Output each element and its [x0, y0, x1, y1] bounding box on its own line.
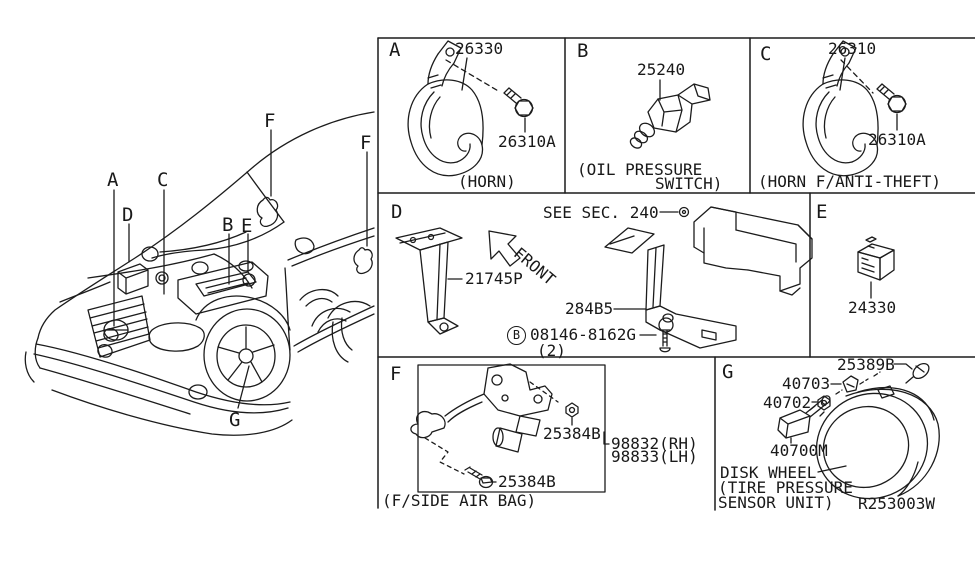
car-callout-c: C: [157, 169, 169, 191]
caption-horn: (HORN): [458, 172, 516, 191]
part-number-21745p: 21745P: [465, 269, 523, 288]
caption-horn-anti-theft: (HORN F/ANTI-THEFT): [758, 172, 942, 191]
note-see-sec-240: SEE SEC. 240: [543, 203, 659, 222]
part-number-40700m: 40700M: [770, 441, 828, 460]
part-number-40702: 40702: [763, 393, 812, 412]
panel-g-letter: G: [722, 361, 734, 383]
caption-disk-wheel-l1: DISK WHEEL: [720, 463, 817, 482]
panel-e-art: [857, 236, 895, 299]
part-number-26310a-a: 26310A: [498, 132, 556, 151]
car-callout-f-windshield: F: [264, 110, 276, 132]
part-number-98832-rh: 98832(RH): [611, 434, 698, 453]
part-number-08146-8162g: 08146-8162G: [530, 325, 636, 344]
part-number-26330: 26330: [455, 39, 504, 58]
car-drawing: [24, 111, 375, 436]
panel-e-letter: E: [816, 201, 828, 223]
caption-disk-wheel-l3: SENSOR UNIT): [718, 493, 834, 512]
part-number-26310a-c: 26310A: [868, 130, 926, 149]
panel-a-letter: A: [389, 39, 401, 61]
part-number-24330: 24330: [848, 298, 897, 317]
car-callout-g: G: [229, 409, 241, 431]
panel-f-letter: F: [390, 363, 402, 385]
panel-d-letter: D: [391, 201, 403, 223]
caption-oil-pressure-l1: (OIL PRESSURE: [577, 160, 703, 179]
caption-f-side-air-bag: (F/SIDE AIR BAG): [382, 491, 537, 510]
bolt-symbol-b: B: [507, 326, 526, 345]
panel-d-art: [395, 206, 813, 353]
part-number-25384b-screw: 25384B: [498, 472, 556, 491]
panel-f-art: [410, 363, 610, 493]
part-number-26310: 26310: [828, 39, 877, 58]
diagram-ref-code: R253003W: [858, 494, 936, 513]
caption-disk-wheel-l2: (TIRE PRESSURE: [718, 478, 853, 497]
car-callout-a: A: [107, 169, 119, 191]
car-callout-f-body: F: [360, 132, 372, 154]
panel-b-art: [629, 79, 711, 149]
car-callout-e: E: [241, 215, 253, 237]
panel-c-art: [802, 40, 907, 177]
caption-oil-pressure-l2: SWITCH): [655, 174, 723, 193]
part-number-25240: 25240: [637, 60, 686, 79]
bolt-quantity: (2): [537, 341, 566, 360]
panel-a-art: [407, 40, 534, 177]
panel-b-letter: B: [577, 40, 589, 62]
panel-grid: [377, 37, 975, 511]
part-number-284b5: 284B5: [565, 299, 614, 318]
panel-g-art: [777, 362, 940, 500]
car-callout-d: D: [122, 204, 134, 226]
part-number-25384b-nut: 25384B: [543, 424, 601, 443]
panel-c-letter: C: [760, 43, 772, 65]
car-callout-b: B: [222, 214, 234, 236]
part-number-98833-lh: 98833(LH): [611, 447, 698, 466]
part-number-40703: 40703: [782, 374, 831, 393]
part-number-25389b: 25389B: [837, 355, 895, 374]
